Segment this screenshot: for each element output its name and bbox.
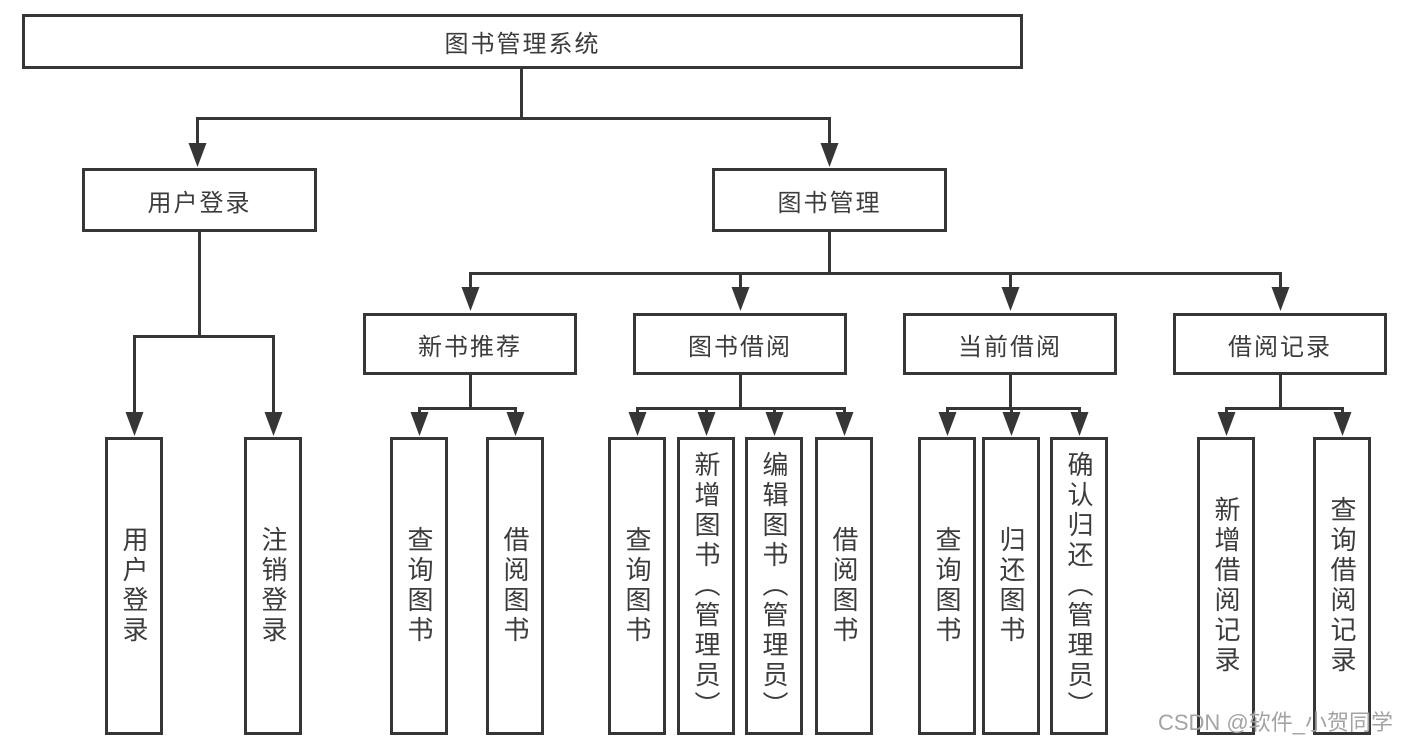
node-label: 用户登录 <box>119 526 149 646</box>
leaf-cb-confirm-return-admin: 确认归还（管理员） <box>1050 437 1108 735</box>
edge-newbookrec-to-leaves <box>418 375 517 416</box>
arrowhead <box>1217 412 1236 436</box>
node-label: 图书管理 <box>777 189 882 217</box>
node-label: 查询借阅记录 <box>1327 496 1357 676</box>
node-label: 用户登录 <box>147 189 252 217</box>
node-label: 归还图书 <box>996 526 1026 646</box>
node-label: 借阅图书 <box>500 526 530 646</box>
arrowhead <box>938 412 957 436</box>
arrowhead <box>820 143 839 167</box>
leaf-nbr-borrow-books: 借阅图书 <box>486 437 544 735</box>
node-label: 当前借阅 <box>958 333 1062 361</box>
edge-bookborrow-to-leaves <box>636 375 846 416</box>
arrowhead <box>410 412 429 436</box>
edge-root-to-level2 <box>196 69 831 150</box>
leaf-cb-query-books: 查询图书 <box>918 437 976 735</box>
node-borrowing-records: 借阅记录 <box>1173 313 1387 375</box>
node-label: 新增图书（管理员） <box>691 451 721 721</box>
node-new-book-recommendation: 新书推荐 <box>363 313 577 375</box>
node-label: 新增借阅记录 <box>1211 496 1241 676</box>
node-label: 编辑图书（管理员） <box>759 451 789 721</box>
arrowhead <box>835 412 854 436</box>
node-current-borrowing: 当前借阅 <box>903 313 1117 375</box>
leaf-br-query-record: 查询借阅记录 <box>1313 437 1371 735</box>
arrowhead <box>697 412 716 436</box>
arrowhead <box>1070 412 1089 436</box>
edge-userlogin-to-leaves <box>133 232 275 414</box>
leaf-bb-add-books-admin: 新增图书（管理员） <box>677 437 735 735</box>
arrowheads <box>125 143 1352 436</box>
arrowhead <box>264 412 283 436</box>
node-book-borrowing: 图书借阅 <box>633 313 847 375</box>
arrowhead <box>506 412 525 436</box>
leaf-br-add-record: 新增借阅记录 <box>1197 437 1255 735</box>
node-label: 借阅记录 <box>1228 333 1332 361</box>
leaf-bb-borrow-books: 借阅图书 <box>815 437 873 735</box>
node-user-login: 用户登录 <box>82 168 317 232</box>
arrowhead <box>1333 412 1352 436</box>
node-label: 查询图书 <box>932 526 962 646</box>
edge-borrowrecords-to-leaves <box>1225 375 1344 416</box>
node-label: 查询图书 <box>622 526 652 646</box>
node-label: 注销登录 <box>258 526 288 646</box>
arrowhead <box>1271 287 1290 311</box>
edge-currentborrow-to-leaves <box>946 375 1081 416</box>
node-label: 借阅图书 <box>829 526 859 646</box>
node-label: 查询图书 <box>404 526 434 646</box>
node-label: 图书借阅 <box>688 333 792 361</box>
arrowhead <box>1001 287 1020 311</box>
node-book-management: 图书管理 <box>712 168 947 232</box>
arrowhead <box>461 287 480 311</box>
arrowhead <box>125 412 144 436</box>
leaf-bb-edit-books-admin: 编辑图书（管理员） <box>745 437 803 735</box>
leaf-bb-query-books: 查询图书 <box>608 437 666 735</box>
leaf-logout: 注销登录 <box>244 437 302 735</box>
node-root: 图书管理系统 <box>22 14 1023 69</box>
leaf-cb-return-books: 归还图书 <box>982 437 1040 735</box>
leaf-user-login: 用户登录 <box>105 437 163 735</box>
watermark: CSDN @软件_小贺同学 <box>1157 710 1393 735</box>
edge-bookmgmt-to-level3 <box>469 232 1282 290</box>
arrowhead <box>765 412 784 436</box>
node-label: 图书管理系统 <box>444 31 601 58</box>
arrowhead <box>188 143 207 167</box>
node-label: 确认归还（管理员） <box>1064 451 1094 721</box>
arrowhead <box>731 287 750 311</box>
leaf-nbr-query-books: 查询图书 <box>390 437 448 735</box>
arrowhead <box>1002 412 1021 436</box>
node-label: 新书推荐 <box>418 333 522 361</box>
arrowhead <box>628 412 647 436</box>
